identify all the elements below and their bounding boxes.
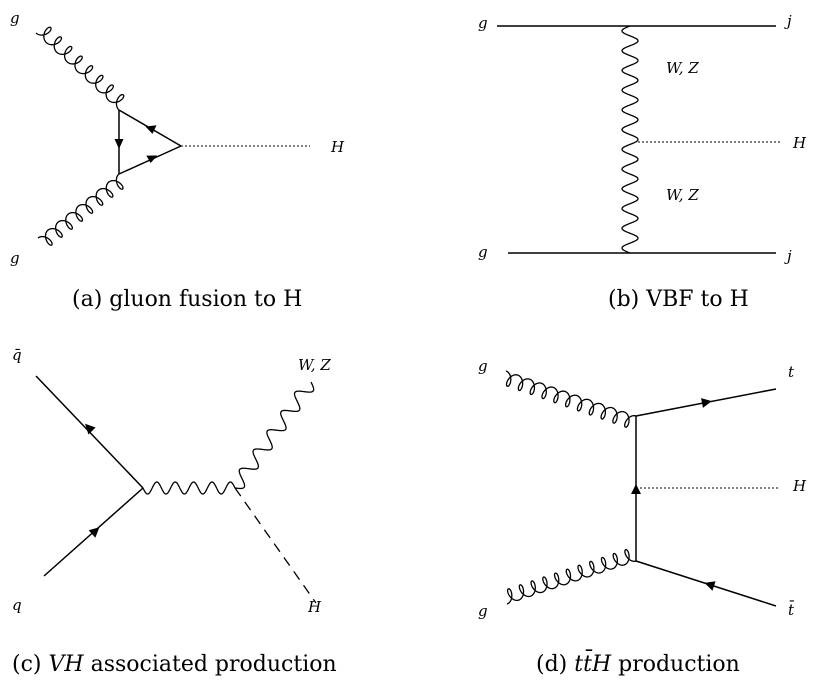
- caption-d-text: production: [618, 652, 740, 677]
- label-j-top: j: [784, 12, 792, 30]
- caption-c-h: H: [63, 652, 84, 677]
- caption-c-text: associated production: [91, 652, 337, 677]
- gluon-line-top: [505, 370, 637, 428]
- label-g-top: g: [478, 14, 488, 32]
- quark-loop-triangle: [114, 109, 182, 175]
- arrow-left: [145, 125, 157, 134]
- caption-c-v: V: [49, 652, 67, 677]
- caption-d-prefix: (d): [536, 652, 567, 677]
- label-g-bottom: g: [478, 243, 488, 261]
- label-higgs: H: [792, 477, 807, 495]
- caption-d-t: t: [574, 652, 583, 677]
- label-tbar: t̄: [788, 601, 795, 619]
- gluon-line-bottom: [506, 548, 637, 605]
- arrow-top: [701, 398, 712, 408]
- arrow-right: [146, 155, 158, 163]
- caption-c: (c) VH associated production: [12, 652, 337, 677]
- caption-d: (d) tt̄H production: [536, 649, 740, 677]
- panel-b-vbf: g g j j W, Z W, Z H (b) VBF to H: [478, 12, 807, 312]
- v-propagator-line: [142, 481, 236, 495]
- label-t: t: [788, 363, 795, 381]
- w-z-boson-line: [234, 381, 315, 490]
- arrow-antiquark: [85, 423, 96, 435]
- label-boson-top: W, Z: [666, 59, 699, 77]
- caption-d-h: H: [591, 652, 612, 677]
- caption-d-tbar: t̄: [583, 649, 593, 677]
- label-g-top: g: [10, 9, 20, 27]
- label-g-top: g: [478, 357, 488, 375]
- label-higgs: H: [792, 134, 807, 152]
- label-qbar: q̄: [12, 346, 22, 364]
- arrow-down: [114, 139, 124, 149]
- arrow-quark: [88, 527, 100, 538]
- caption-b: (b) VBF to H: [608, 287, 749, 312]
- w-z-boson-line: [621, 25, 639, 254]
- label-j-bottom: j: [784, 247, 792, 265]
- caption-c-prefix: (c): [12, 652, 42, 677]
- arrow-propagator: [631, 484, 641, 494]
- caption-a: (a) gluon fusion to H: [72, 287, 302, 312]
- higgs-line: [234, 487, 317, 604]
- panel-a-gluon-fusion: g g H (a) gluon fusion to H: [10, 9, 345, 312]
- panel-c-vh: q̄ q W, Z H (c) VH associated production: [12, 346, 337, 677]
- label-boson-bottom: W, Z: [666, 186, 699, 204]
- panel-d-tth: g g t t̄ H (d) tt̄H production: [478, 357, 807, 677]
- gluon-line-top: [35, 26, 125, 111]
- label-boson: W, Z: [298, 356, 331, 374]
- arrow-antitop: [704, 581, 716, 591]
- gluon-line-bottom: [37, 173, 124, 246]
- label-q: q: [12, 596, 22, 614]
- label-g-bottom: g: [10, 249, 20, 267]
- label-higgs: H: [307, 598, 322, 616]
- label-g-bottom: g: [478, 602, 488, 620]
- label-higgs: H: [330, 138, 345, 156]
